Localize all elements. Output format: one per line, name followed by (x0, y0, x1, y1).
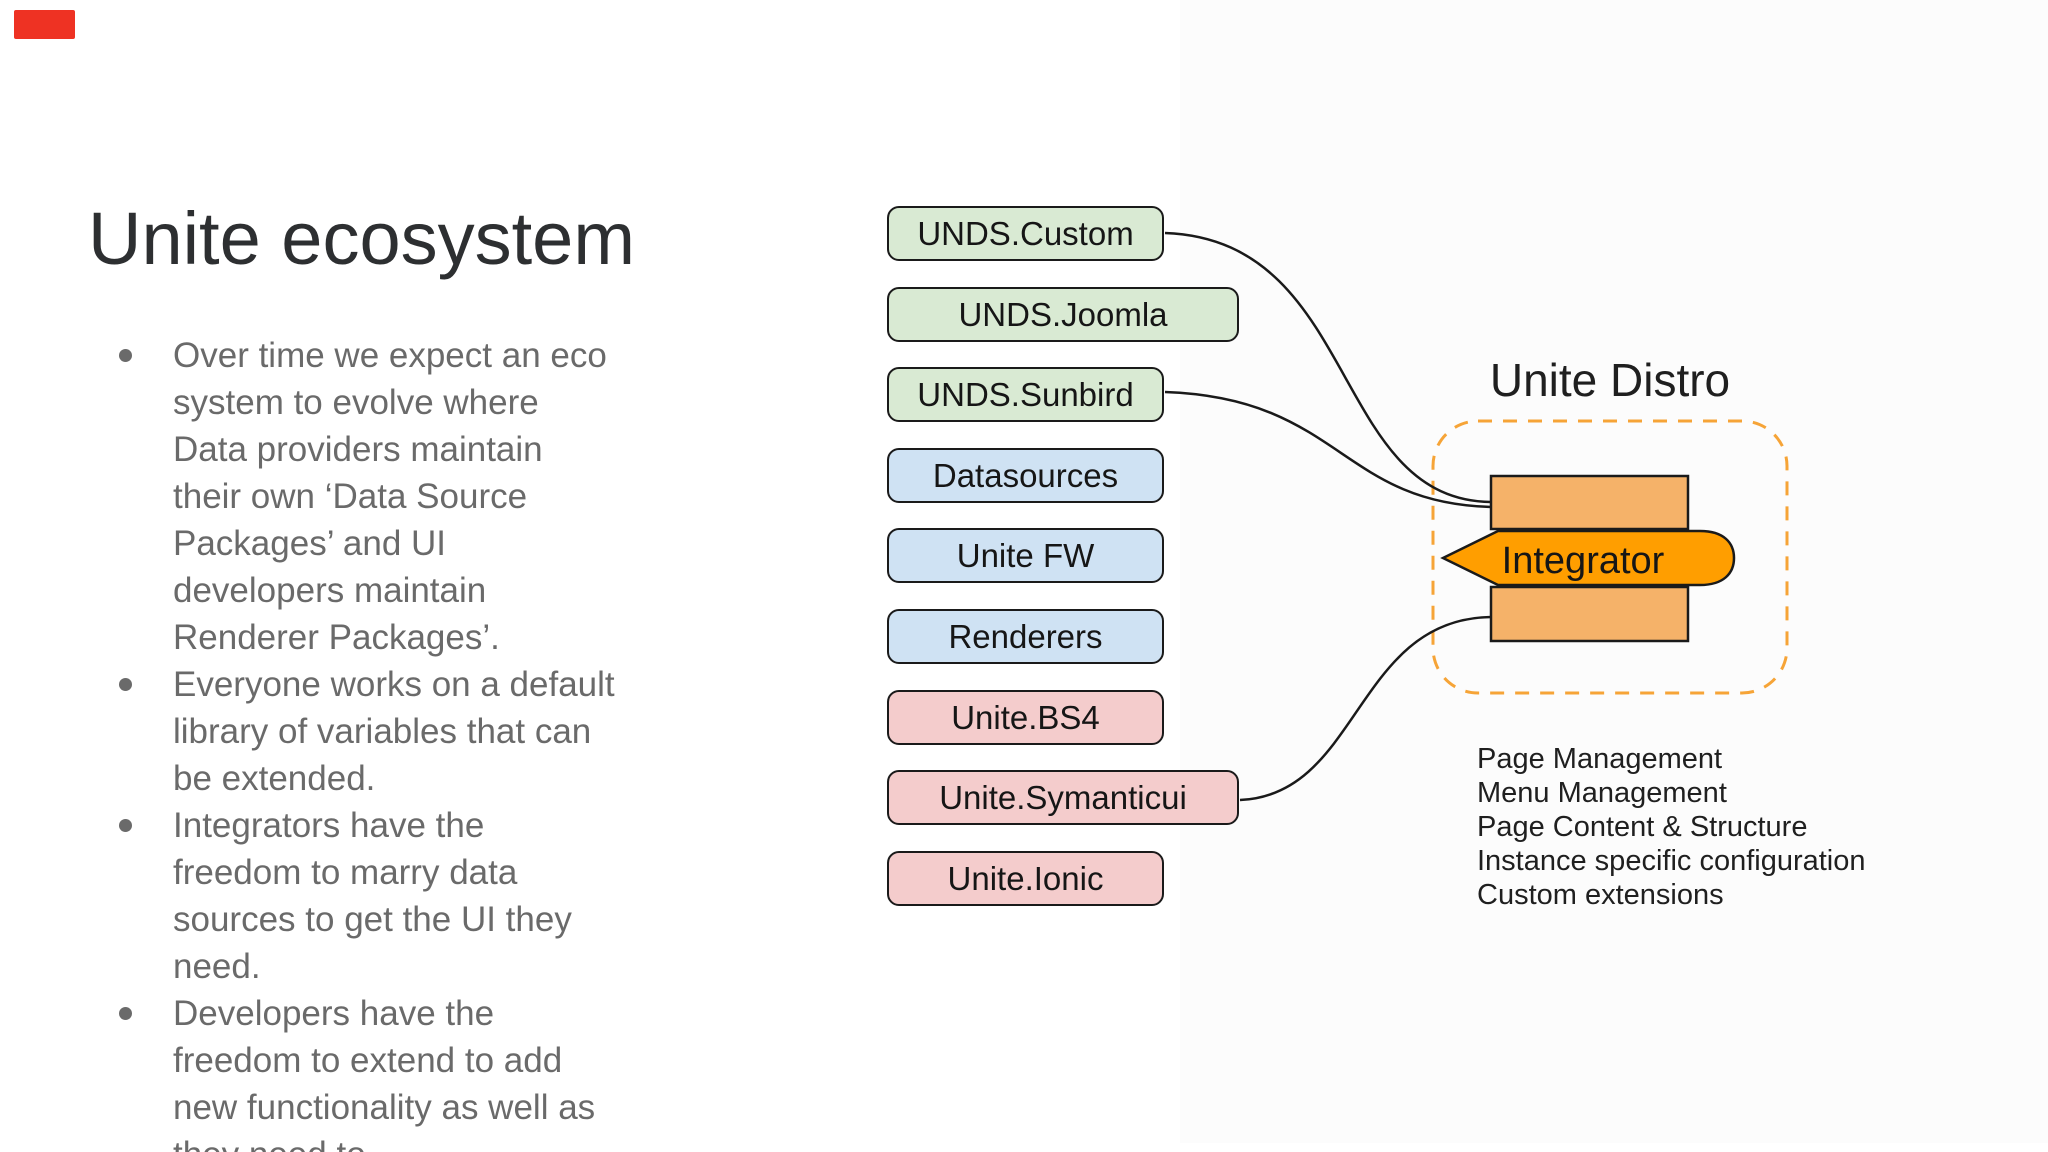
slide-title: Unite ecosystem (88, 197, 635, 280)
package-box-renderers: Renderers (887, 609, 1164, 664)
bullet-item: Developers have the freedom to extend to… (100, 990, 620, 1152)
integrator-label: Integrator (1501, 539, 1665, 582)
bullet-list: Over time we expect an eco system to evo… (100, 332, 620, 1152)
bullet-item: Over time we expect an eco system to evo… (100, 332, 620, 661)
package-box-unds-joomla: UNDS.Joomla (887, 287, 1239, 342)
bullet-item: Integrators have the freedom to marry da… (100, 802, 620, 990)
package-box-unite-ionic: Unite.Ionic (887, 851, 1164, 906)
unite-distro-title: Unite Distro (1489, 354, 1731, 406)
package-box-unite-fw: Unite FW (887, 528, 1164, 583)
feature-line: Menu Management (1477, 777, 1727, 809)
package-box-unite-bs4: Unite.BS4 (887, 690, 1164, 745)
bullet-item: Everyone works on a default library of v… (100, 661, 620, 802)
package-box-unds-custom: UNDS.Custom (887, 206, 1164, 261)
feature-line: Custom extensions (1477, 879, 1724, 911)
package-box-unds-sunbird: UNDS.Sunbird (887, 367, 1164, 422)
feature-line: Page Management (1477, 743, 1723, 775)
package-box-datasources: Datasources (887, 448, 1164, 503)
feature-line: Instance specific configuration (1477, 845, 1866, 877)
package-box-unite-symanticui: Unite.Symanticui (887, 770, 1239, 825)
feature-line: Page Content & Structure (1477, 811, 1808, 843)
red-marker (14, 10, 75, 39)
